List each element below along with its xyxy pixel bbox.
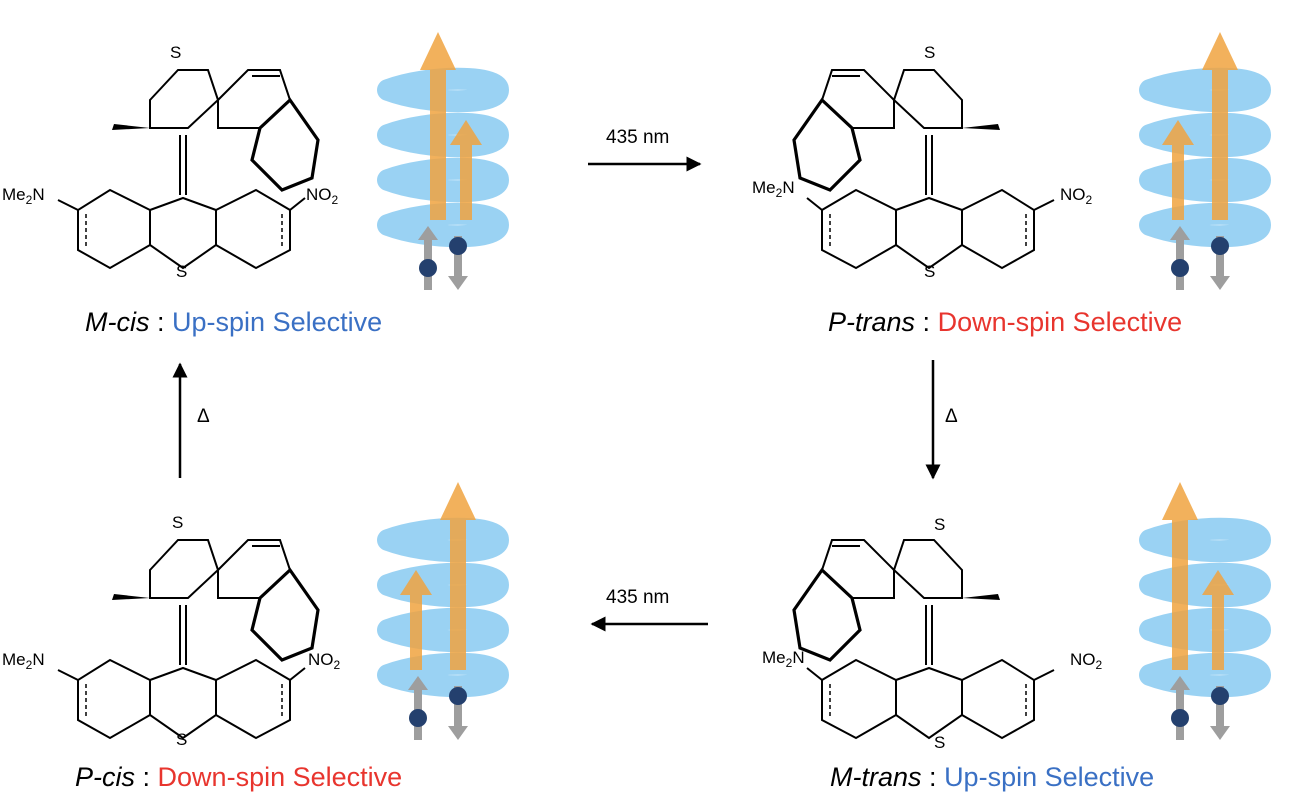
- m-trans-molecule: [792, 538, 1056, 740]
- down-spin-arrow-icon: [448, 236, 468, 290]
- electron-icon: [419, 259, 437, 277]
- amine-group-label: Me2N: [2, 185, 45, 207]
- spin-arrow-icon: [1202, 32, 1238, 220]
- p-cis-helix-spin-glyph: [388, 482, 498, 740]
- state-label-m-cis: M-cis : Up-spin Selective: [85, 307, 382, 338]
- electron-icon: [1171, 259, 1189, 277]
- p-trans-helix-spin-glyph: [1150, 32, 1260, 290]
- spin-arrow-icon: [440, 482, 476, 670]
- amine-group-label: Me2N: [2, 650, 45, 672]
- sulfur-atom-label: S: [934, 515, 945, 534]
- nitro-group-label: NO2: [1060, 185, 1093, 207]
- down-spin-arrow-icon: [1210, 236, 1230, 290]
- spin-arrow-icon: [1162, 482, 1198, 670]
- selectivity-text: Down-spin Selective: [157, 762, 403, 792]
- p-trans-molecule: [792, 68, 1056, 270]
- amine-group-label: Me2N: [762, 648, 805, 670]
- m-trans-molecule-labels: S S Me2N NO2: [762, 515, 1103, 752]
- label-separator: :: [157, 307, 165, 337]
- sulfur-atom-label: S: [924, 43, 935, 62]
- state-label-p-cis: P-cis : Down-spin Selective: [75, 762, 402, 793]
- arrow-label-m-trans-to-p-cis: 435 nm: [606, 587, 670, 608]
- p-cis-molecule: S S Me2N NO2: [2, 513, 341, 749]
- spin-arrow-icon: [420, 32, 456, 220]
- electron-icon: [1171, 709, 1189, 727]
- isomer-name: P-cis: [75, 762, 135, 792]
- up-spin-arrow-icon: [1170, 676, 1190, 740]
- m-cis-helix-spin-glyph: [388, 32, 498, 290]
- sulfur-atom-label: S: [176, 262, 187, 281]
- isomer-name: P-trans: [828, 307, 916, 337]
- electron-icon: [1211, 237, 1229, 255]
- nitro-group-label: NO2: [1070, 650, 1103, 672]
- label-separator: :: [922, 307, 931, 337]
- sulfur-atom-label: S: [924, 262, 935, 281]
- label-separator: :: [929, 762, 937, 792]
- isomer-name: M-trans: [830, 762, 922, 792]
- electron-icon: [449, 687, 467, 705]
- spin-arrow-icon: [1162, 120, 1194, 220]
- up-spin-arrow-icon: [418, 226, 438, 290]
- electron-icon: [409, 709, 427, 727]
- arrow-label-p-cis-to-m-cis: Δ: [197, 406, 210, 427]
- p-trans-molecule-labels: S S Me2N NO2: [752, 43, 1093, 281]
- up-spin-arrow-icon: [1170, 226, 1190, 290]
- state-label-m-trans: M-trans : Up-spin Selective: [830, 762, 1154, 793]
- m-trans-helix-spin-glyph: [1150, 482, 1260, 740]
- electron-icon: [1211, 687, 1229, 705]
- spin-arrow-icon: [450, 120, 482, 220]
- m-cis-molecule: S S Me2N NO2: [2, 43, 339, 281]
- electron-icon: [449, 237, 467, 255]
- spin-arrow-icon: [1202, 570, 1234, 670]
- sulfur-atom-label: S: [170, 43, 181, 62]
- amine-group-label: Me2N: [752, 178, 795, 200]
- selectivity-text: Up-spin Selective: [944, 762, 1155, 792]
- spin-arrow-icon: [400, 570, 432, 670]
- arrow-label-m-cis-to-p-trans: 435 nm: [606, 127, 670, 148]
- sulfur-atom-label: S: [176, 730, 187, 749]
- nitro-group-label: NO2: [308, 650, 341, 672]
- state-label-p-trans: P-trans : Down-spin Selective: [828, 307, 1182, 338]
- arrow-label-p-trans-to-m-trans: Δ: [945, 406, 958, 427]
- sulfur-atom-label: S: [934, 733, 945, 752]
- up-spin-arrow-icon: [408, 676, 428, 740]
- selectivity-text: Up-spin Selective: [172, 307, 383, 337]
- down-spin-arrow-icon: [1210, 686, 1230, 740]
- isomer-name: M-cis: [85, 307, 150, 337]
- down-spin-arrow-icon: [448, 686, 468, 740]
- selectivity-text: Down-spin Selective: [937, 307, 1183, 337]
- sulfur-atom-label: S: [172, 513, 183, 532]
- label-separator: :: [142, 762, 151, 792]
- nitro-group-label: NO2: [306, 185, 339, 207]
